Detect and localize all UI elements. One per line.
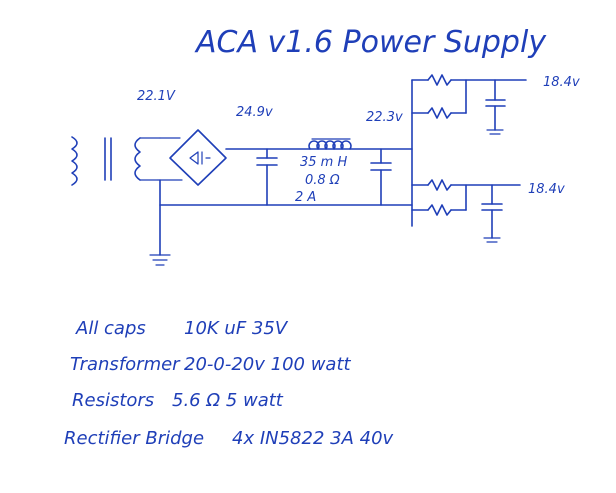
filter-capacitor-1	[256, 148, 278, 206]
diagram-title: ACA v1.6 Power Supply	[194, 25, 547, 60]
transformer-symbol	[71, 136, 161, 186]
output-voltage-top-label: 18.4v	[543, 75, 580, 90]
note-transformer-name: Transformer	[70, 354, 181, 375]
note-resistors-name: Resistors	[72, 390, 154, 411]
note-caps-value: 10K uF 35V	[184, 318, 289, 339]
filtered-voltage-label: 22.3v	[366, 110, 403, 125]
bottom-output-branch	[411, 179, 521, 243]
input-voltage-label: 22.1V	[137, 89, 176, 104]
top-output-branch	[411, 74, 527, 135]
rectified-voltage-label: 24.9v	[236, 105, 273, 120]
rectifier-bridge-symbol	[157, 129, 227, 186]
note-rectifier-name: Rectifier Bridge	[64, 428, 204, 449]
inductor-resistance-label: 0.8 Ω	[305, 173, 340, 188]
note-caps-name: All caps	[75, 318, 146, 339]
inductor-current-label: 2 A	[295, 190, 316, 205]
inductor-symbol	[308, 138, 352, 150]
note-rectifier-value: 4x IN5822 3A 40v	[232, 428, 394, 449]
note-transformer-value: 20-0-20v 100 watt	[184, 354, 352, 375]
filter-capacitor-2	[370, 148, 392, 206]
ground-symbol	[149, 254, 171, 266]
inductor-value-label: 35 m H	[300, 155, 347, 170]
output-voltage-bottom-label: 18.4v	[528, 182, 565, 197]
note-resistors-value: 5.6 Ω 5 watt	[172, 390, 284, 411]
